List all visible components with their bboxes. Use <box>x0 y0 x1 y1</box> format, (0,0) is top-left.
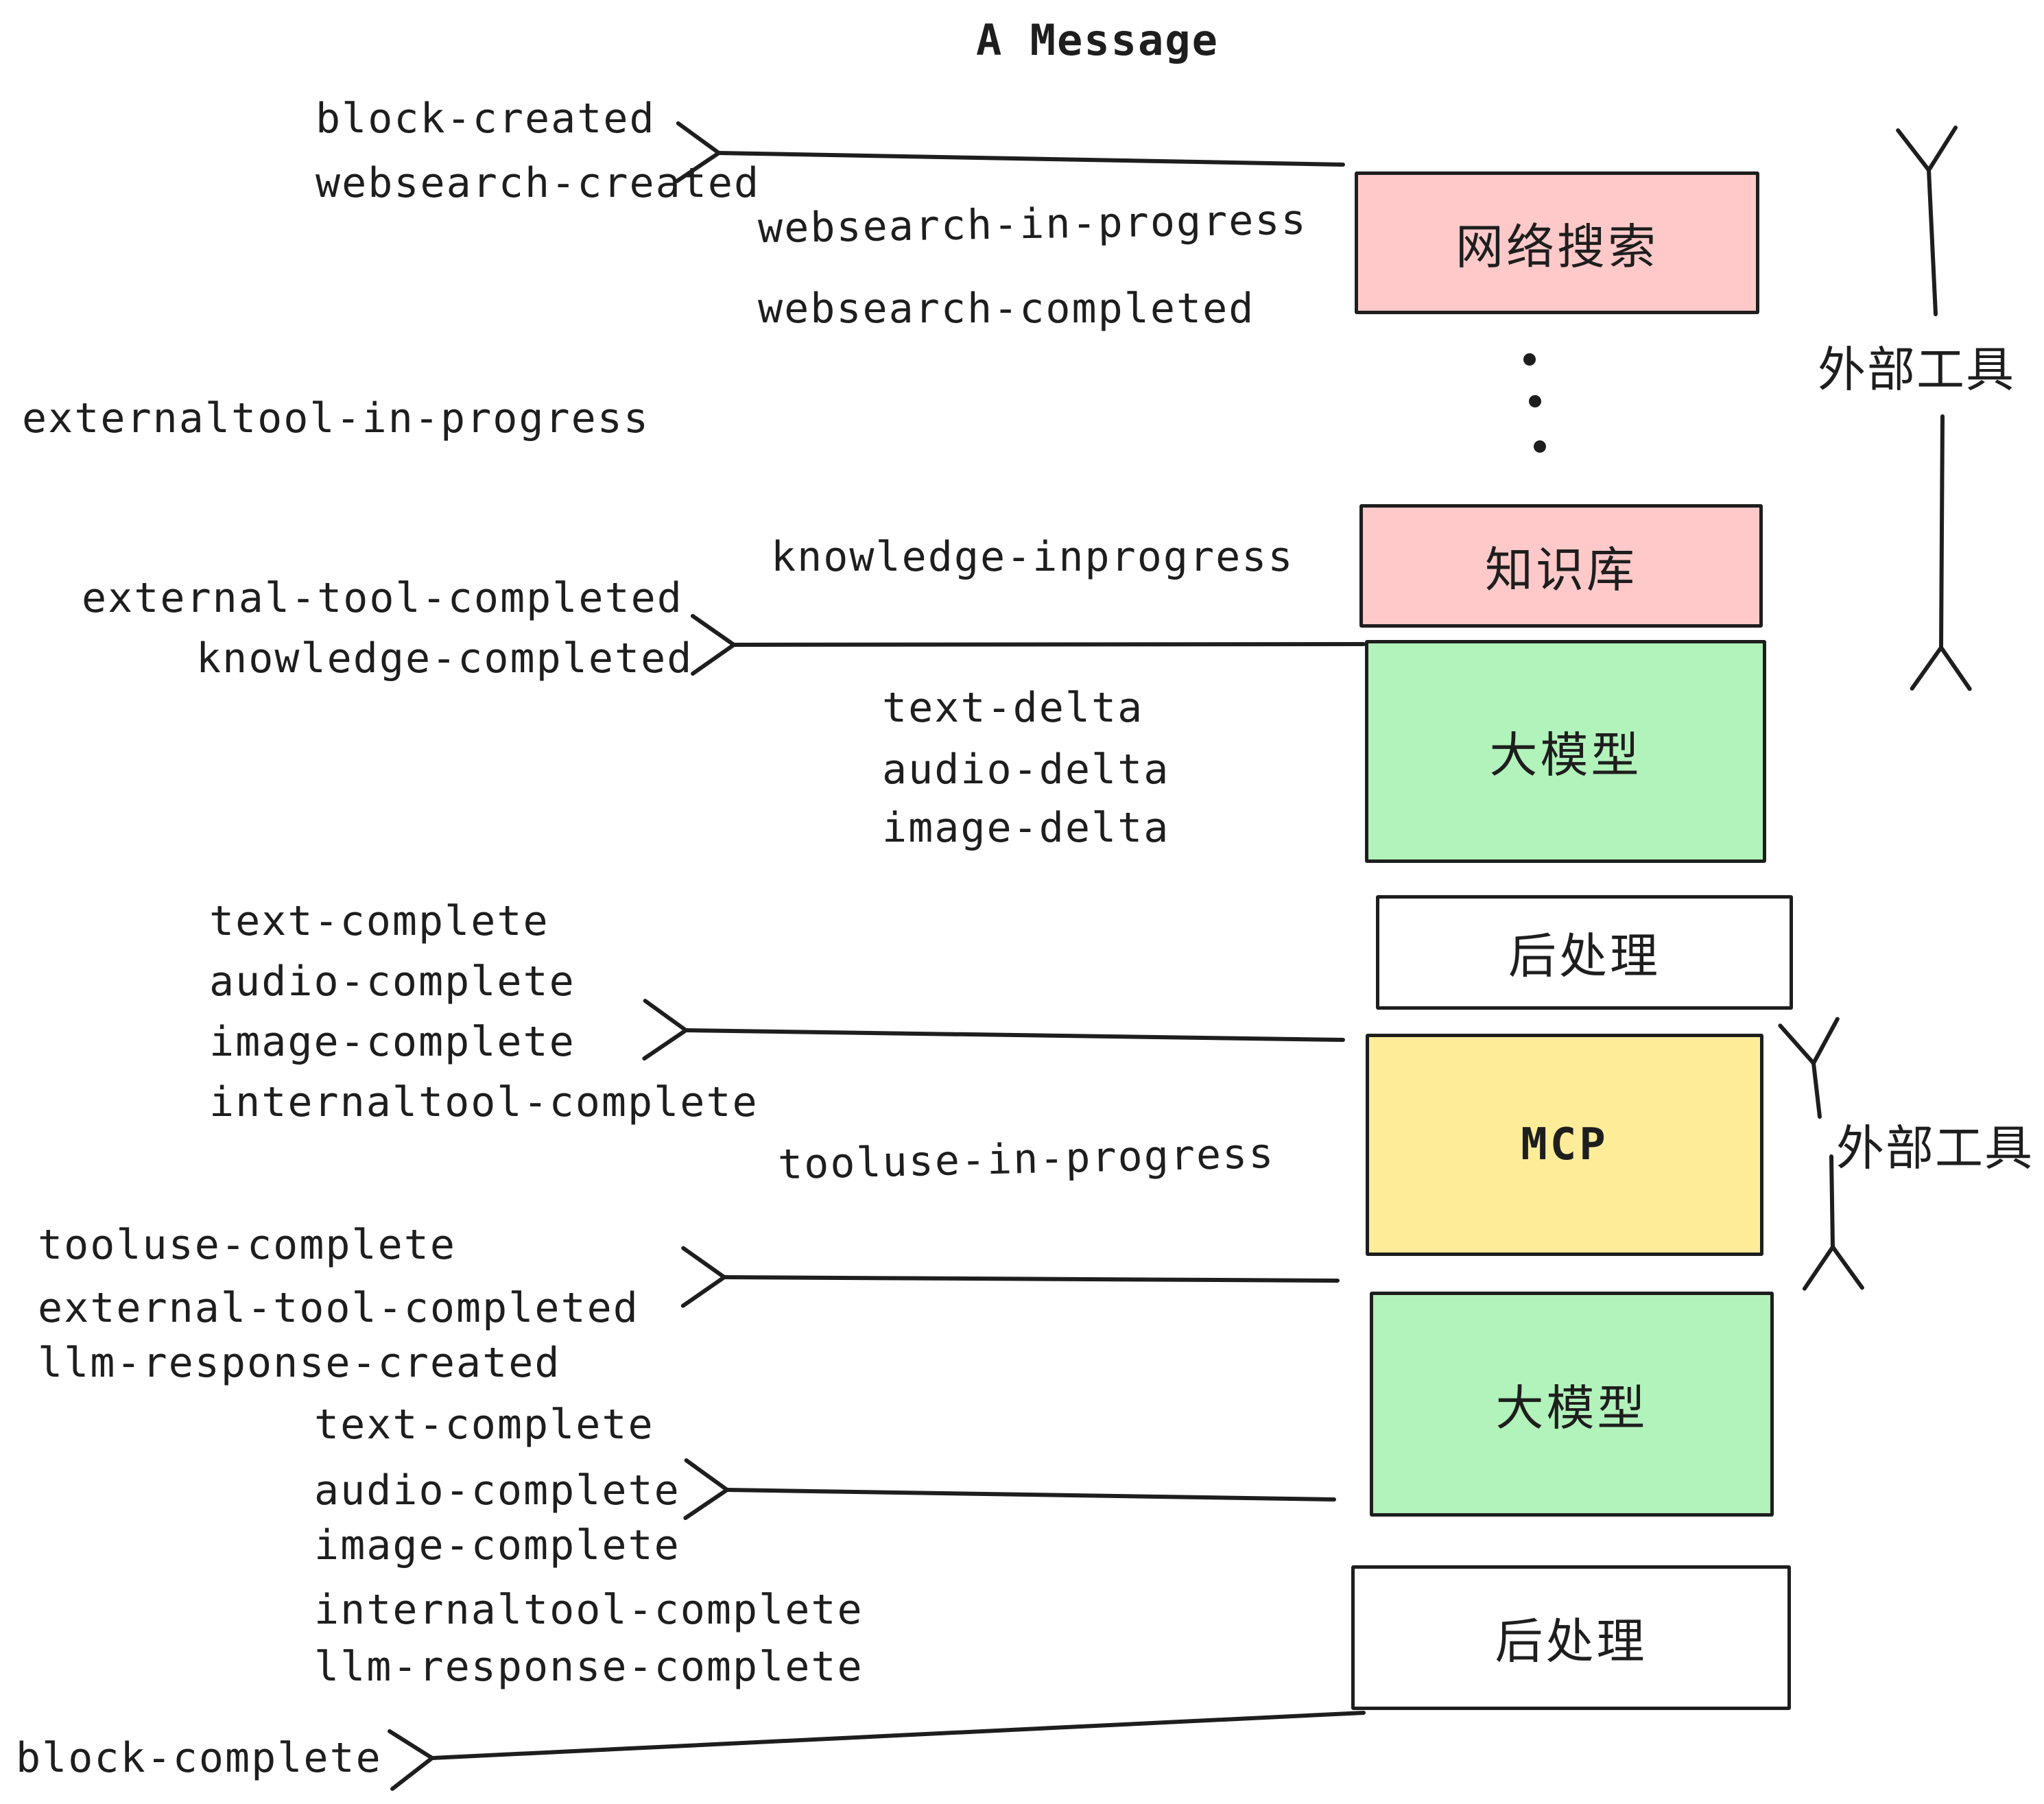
arrow-knowledge-completed <box>690 614 1366 676</box>
event-text-delta-1: text-delta <box>882 684 1144 732</box>
arrow-external-tools-down-1 <box>1910 414 1972 691</box>
event-tooluse-complete: tooluse-complete <box>38 1221 456 1269</box>
event-llm-response-created: llm-response-created <box>38 1339 561 1387</box>
event-websearch-in-progress: websearch-in-progress <box>757 195 1308 253</box>
box-llm-1: 大模型 <box>1365 640 1766 863</box>
arrow-external-tools-up-2 <box>1778 1017 1840 1119</box>
event-image-complete-1: image-complete <box>209 1018 575 1066</box>
event-knowledge-inprogress: knowledge-inprogress <box>771 533 1294 581</box>
event-audio-complete-2: audio-complete <box>314 1467 680 1515</box>
ellipsis-dots <box>1523 353 1546 453</box>
event-external-tool-completed-2: external-tool-completed <box>38 1284 639 1332</box>
event-audio-delta-1: audio-delta <box>882 746 1170 794</box>
arrow-internal-complete-1 <box>642 999 1345 1061</box>
box-mcp: MCP <box>1366 1034 1763 1256</box>
event-audio-complete-1: audio-complete <box>209 958 575 1006</box>
event-llm-response-complete: llm-response-complete <box>314 1643 864 1691</box>
arrow-tooluse-complete <box>680 1246 1340 1308</box>
event-image-delta-1: image-delta <box>882 804 1170 852</box>
event-block-complete: block-complete <box>16 1734 382 1782</box>
event-text-complete-2: text-complete <box>314 1401 654 1449</box>
box-knowledge: 知识库 <box>1359 504 1763 628</box>
event-text-complete-1: text-complete <box>209 897 549 945</box>
event-knowledge-completed: knowledge-completed <box>196 634 693 683</box>
event-websearch-created: websearch-created <box>316 159 761 207</box>
event-websearch-completed: websearch-completed <box>758 285 1255 333</box>
box-post-process-2: 后处理 <box>1351 1565 1791 1710</box>
event-block-created: block-created <box>316 95 656 143</box>
box-websearch: 网络搜索 <box>1355 171 1759 314</box>
event-image-complete-2: image-complete <box>314 1521 680 1569</box>
box-llm-2: 大模型 <box>1370 1292 1774 1517</box>
arrow-external-tools-down-2 <box>1802 1154 1864 1291</box>
label-external-tools-bottom: 外部工具 <box>1836 1120 2034 1176</box>
diagram-title: A Message <box>976 15 1219 65</box>
event-external-tool-completed-1: external-tool-completed <box>82 574 683 622</box>
event-internaltool-complete-1: internaltool-complete <box>209 1078 759 1126</box>
event-externaltool-in-progress: externaltool-in-progress <box>22 394 650 442</box>
arrow-websearch-created <box>675 121 1345 183</box>
arrow-audio-complete-2 <box>683 1458 1336 1521</box>
event-internaltool-complete-2: internaltool-complete <box>314 1586 864 1634</box>
label-external-tools-top: 外部工具 <box>1818 342 2015 398</box>
arrow-external-tools-up-1 <box>1896 126 1958 316</box>
box-post-process-1: 后处理 <box>1376 895 1793 1010</box>
arrow-block-complete <box>388 1711 1366 1791</box>
